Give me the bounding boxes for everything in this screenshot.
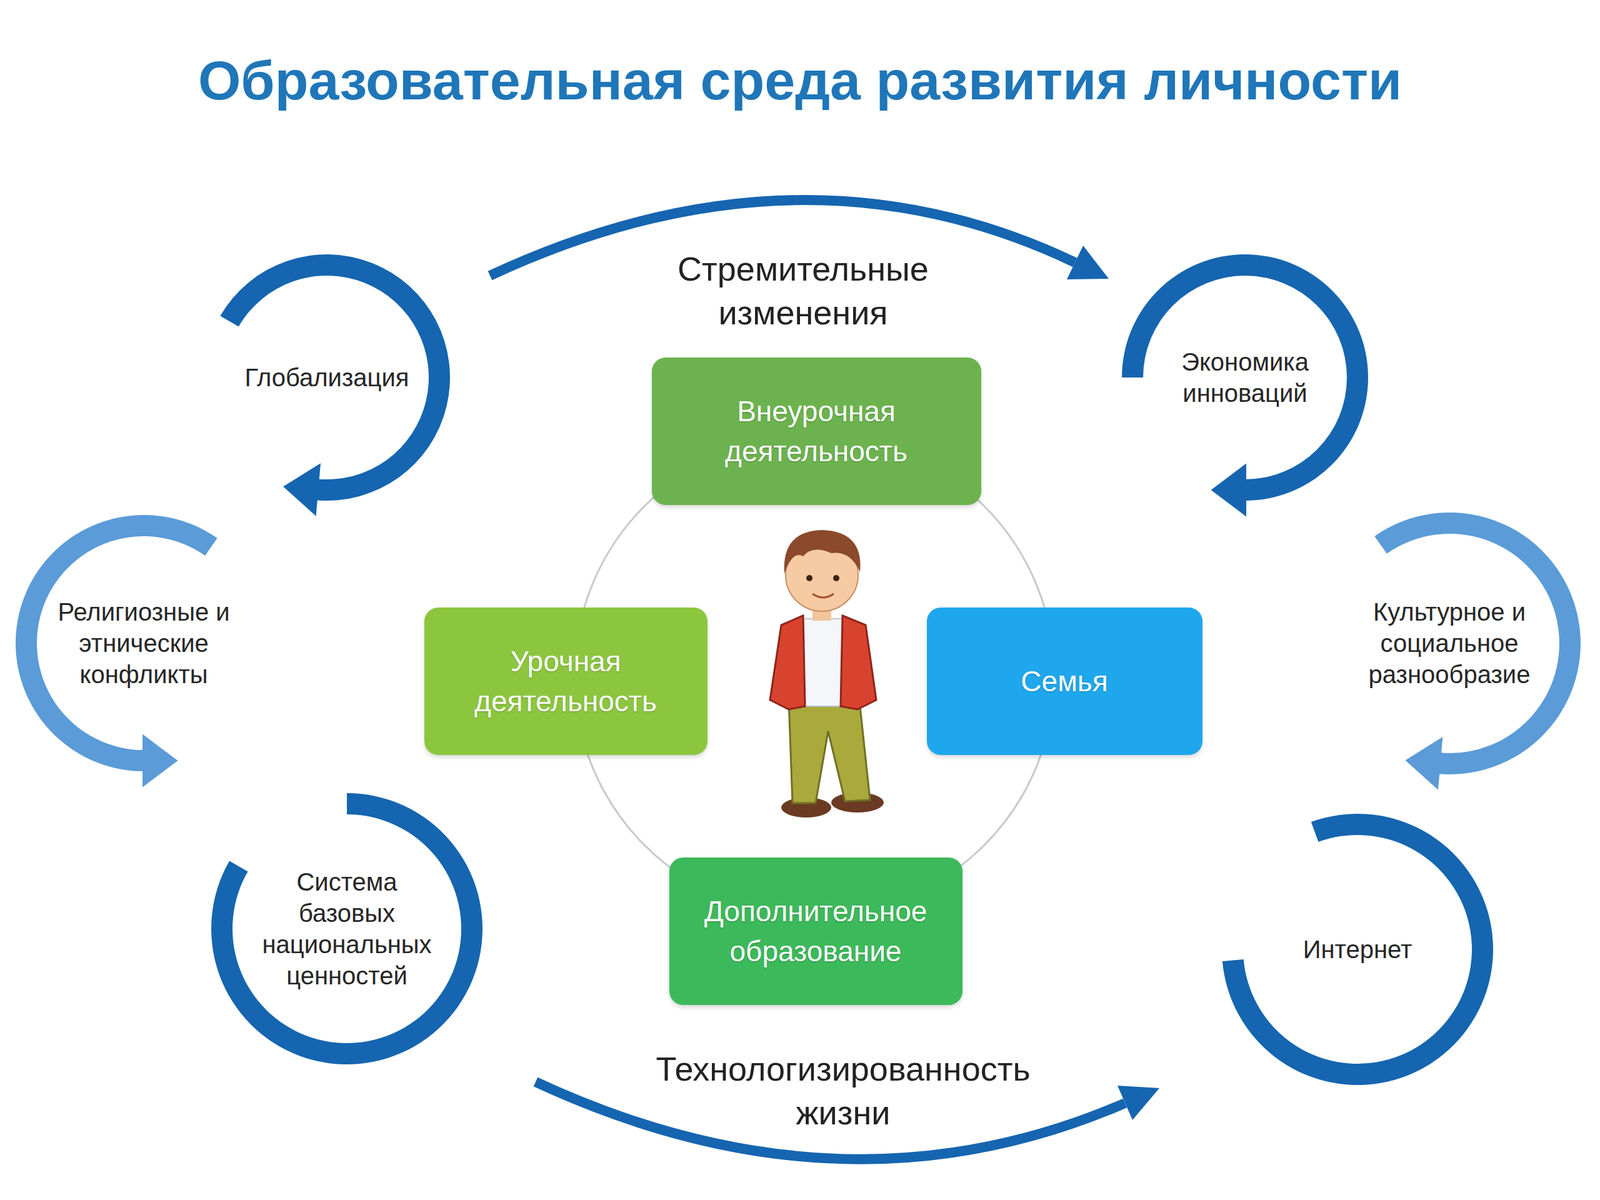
activity-box: Внеурочная деятельность (651, 357, 982, 505)
ring-arc (1222, 813, 1494, 1085)
ring-node: Интернет (1232, 824, 1483, 1075)
node-text: Интернет (1303, 933, 1413, 965)
boy-jacket (770, 615, 805, 710)
node-text: Религиозные и этнические конфликты (55, 596, 234, 690)
ring-arrow-head (1405, 736, 1443, 790)
trend-label: Стремительные изменения (628, 246, 979, 335)
boy-trousers (788, 700, 870, 804)
ring-arrow-head (283, 463, 321, 517)
ring-arrow-head (1211, 463, 1247, 517)
ring-outline (1132, 265, 1358, 490)
node-text: Урочная деятельность (443, 641, 689, 722)
activity-box: Урочная деятельность (424, 607, 708, 755)
boy-eye (806, 575, 813, 582)
ring-arc (211, 793, 483, 1065)
boy-jacket (840, 615, 877, 710)
node-text: Дополнительное образование (688, 891, 944, 972)
ring-arrow-node: Глобализация (214, 265, 440, 490)
node-text: Глобализация (245, 361, 410, 394)
ring-node: Система базовых национальных ценностей (221, 803, 472, 1054)
boy-shirt (801, 618, 844, 707)
diagram-title: Образовательная среда развития личности (0, 48, 1600, 113)
family-box: Семья (926, 607, 1203, 755)
boy-eye (833, 575, 840, 582)
node-text: Экономика инноваций (1163, 346, 1327, 409)
ring-arc (220, 254, 450, 501)
education-box: Дополнительное образование (669, 857, 963, 1005)
ring-arrow-node: Религиозные и этнические конфликты (26, 525, 262, 761)
ring-arrow-node: Экономика инноваций (1132, 265, 1358, 490)
boy-mouth (812, 593, 834, 598)
bottom-arrow-head (1117, 1085, 1160, 1120)
top-arrow-head (1066, 245, 1109, 280)
boy-hair (784, 530, 861, 574)
ring-arrow-node: Культурное и социальное разнообразие (1329, 523, 1570, 764)
node-text: Система базовых национальных ценностей (259, 866, 435, 992)
node-text: Внеурочная деятельность (670, 391, 963, 472)
ring-outline (221, 803, 472, 1054)
boy-figure (770, 530, 884, 818)
ring-arc (1121, 254, 1369, 501)
trend-label: Технологизированность жизни (618, 1046, 1069, 1135)
ring-arrow-head (142, 734, 178, 788)
node-text: Культурное и социальное разнообразие (1356, 596, 1542, 690)
node-text: Семья (1020, 661, 1108, 702)
